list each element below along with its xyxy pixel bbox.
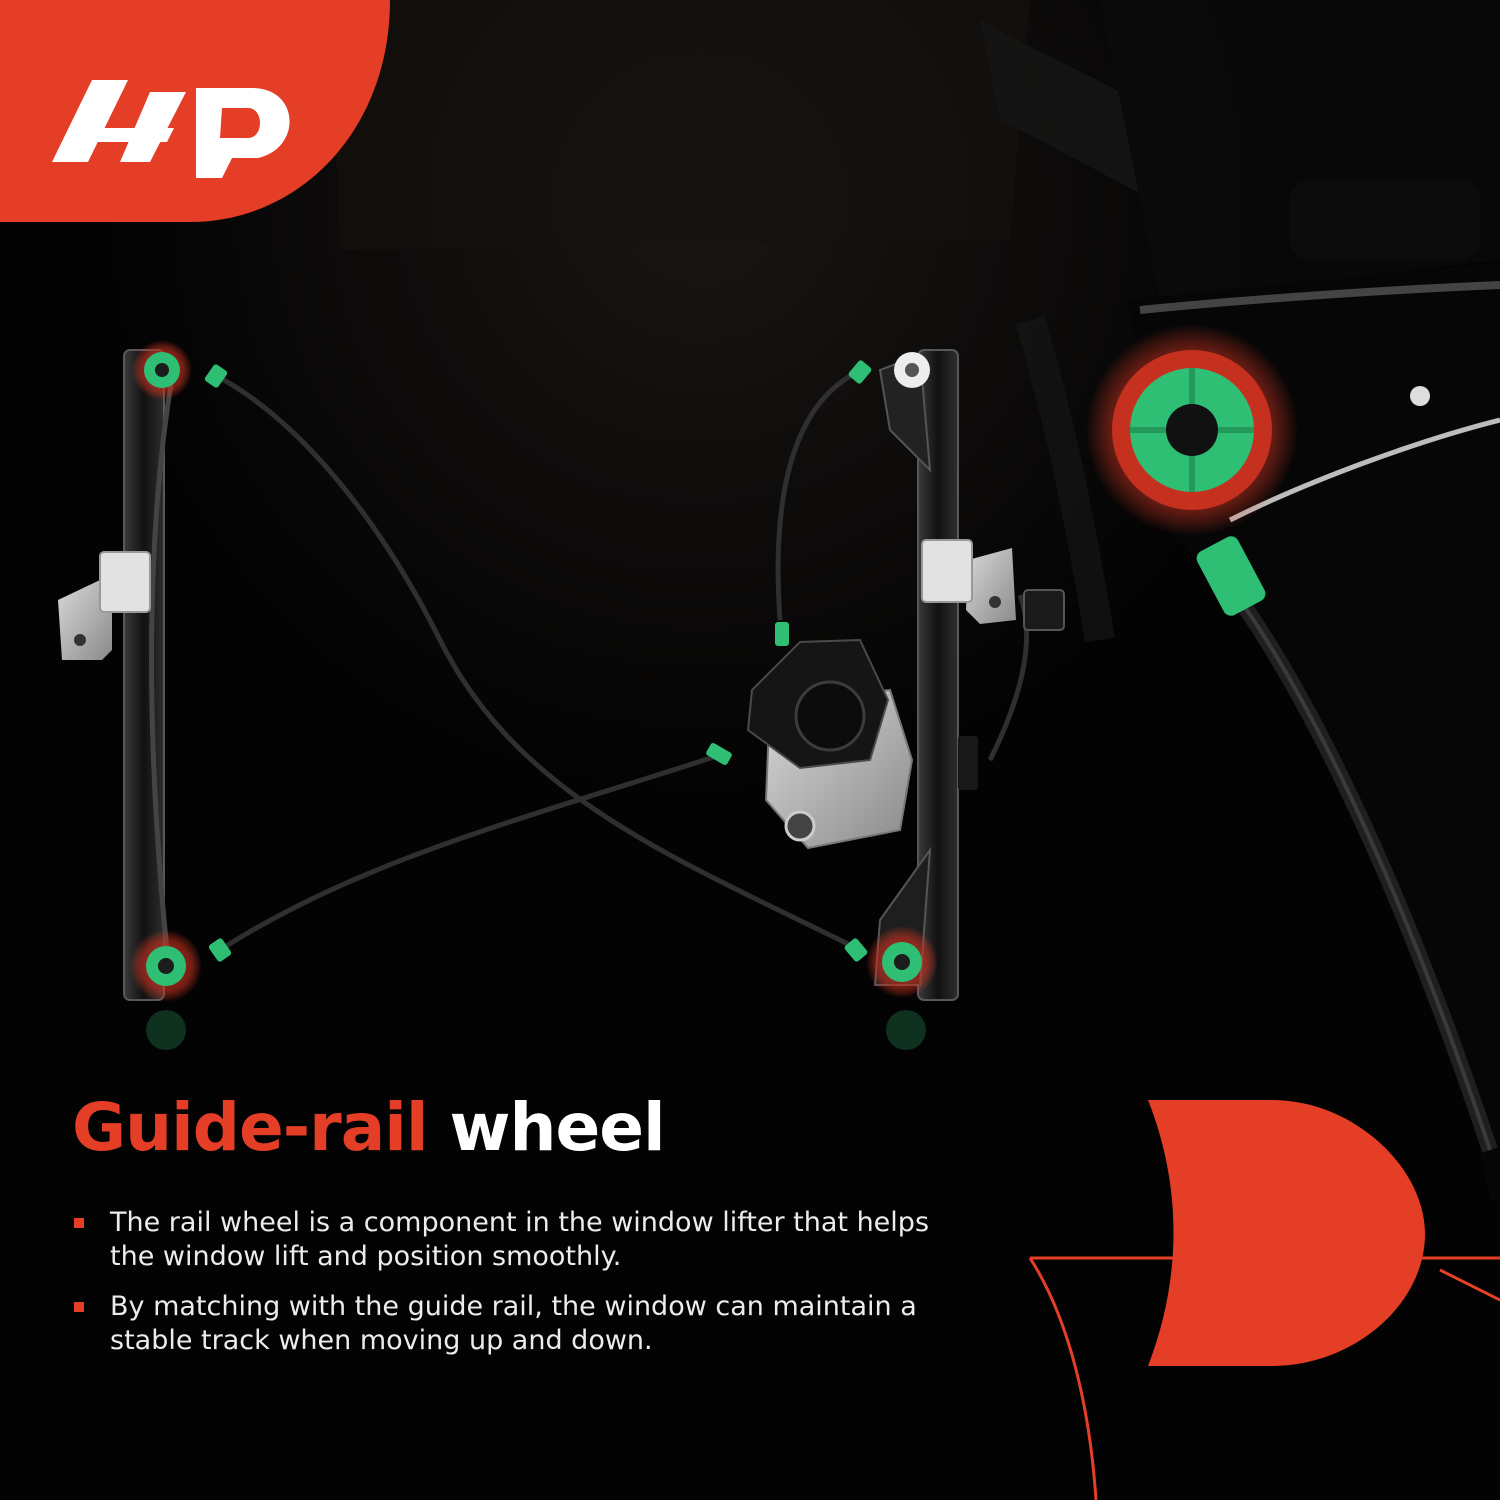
feature-list: The rail wheel is a component in the win…: [74, 1206, 934, 1374]
guide-rail-wheel-bottom-left: [130, 930, 202, 1002]
detail-inset: [1086, 262, 1500, 1200]
bullet-square-icon: [74, 1218, 84, 1228]
left-rail: [123, 349, 178, 1001]
car-door-background: [330, 0, 1500, 643]
bullet-square-icon: [74, 1302, 84, 1312]
wheel-reflections: [146, 1010, 926, 1050]
headline: Guide-rail wheel: [72, 1088, 666, 1167]
cable-end-fittings: [204, 360, 872, 962]
left-mounting-bracket: [58, 551, 151, 660]
right-mounting-bracket: [921, 539, 1016, 624]
feature-text: By matching with the guide rail, the win…: [110, 1291, 917, 1356]
guide-rail-wheel-bottom-right: [866, 926, 938, 998]
guide-rail-wheel-top-left: [132, 340, 192, 400]
feature-text: The rail wheel is a component in the win…: [110, 1207, 930, 1272]
lift-cables: [213, 369, 1030, 953]
feature-item: By matching with the guide rail, the win…: [74, 1290, 934, 1358]
feature-item: The rail wheel is a component in the win…: [74, 1206, 934, 1274]
motor-assembly: [746, 589, 1065, 850]
headline-rest: wheel: [449, 1089, 666, 1166]
guide-rail-wheel-icon: [1086, 324, 1298, 536]
a-premium-ap-logo-icon: [52, 80, 290, 178]
headline-accent: Guide-rail: [72, 1089, 429, 1166]
corner-d-shape-decoration: [1028, 1100, 1500, 1500]
guide-rail-wheel-top-right: [894, 352, 930, 388]
brand-corner: [0, 0, 390, 222]
